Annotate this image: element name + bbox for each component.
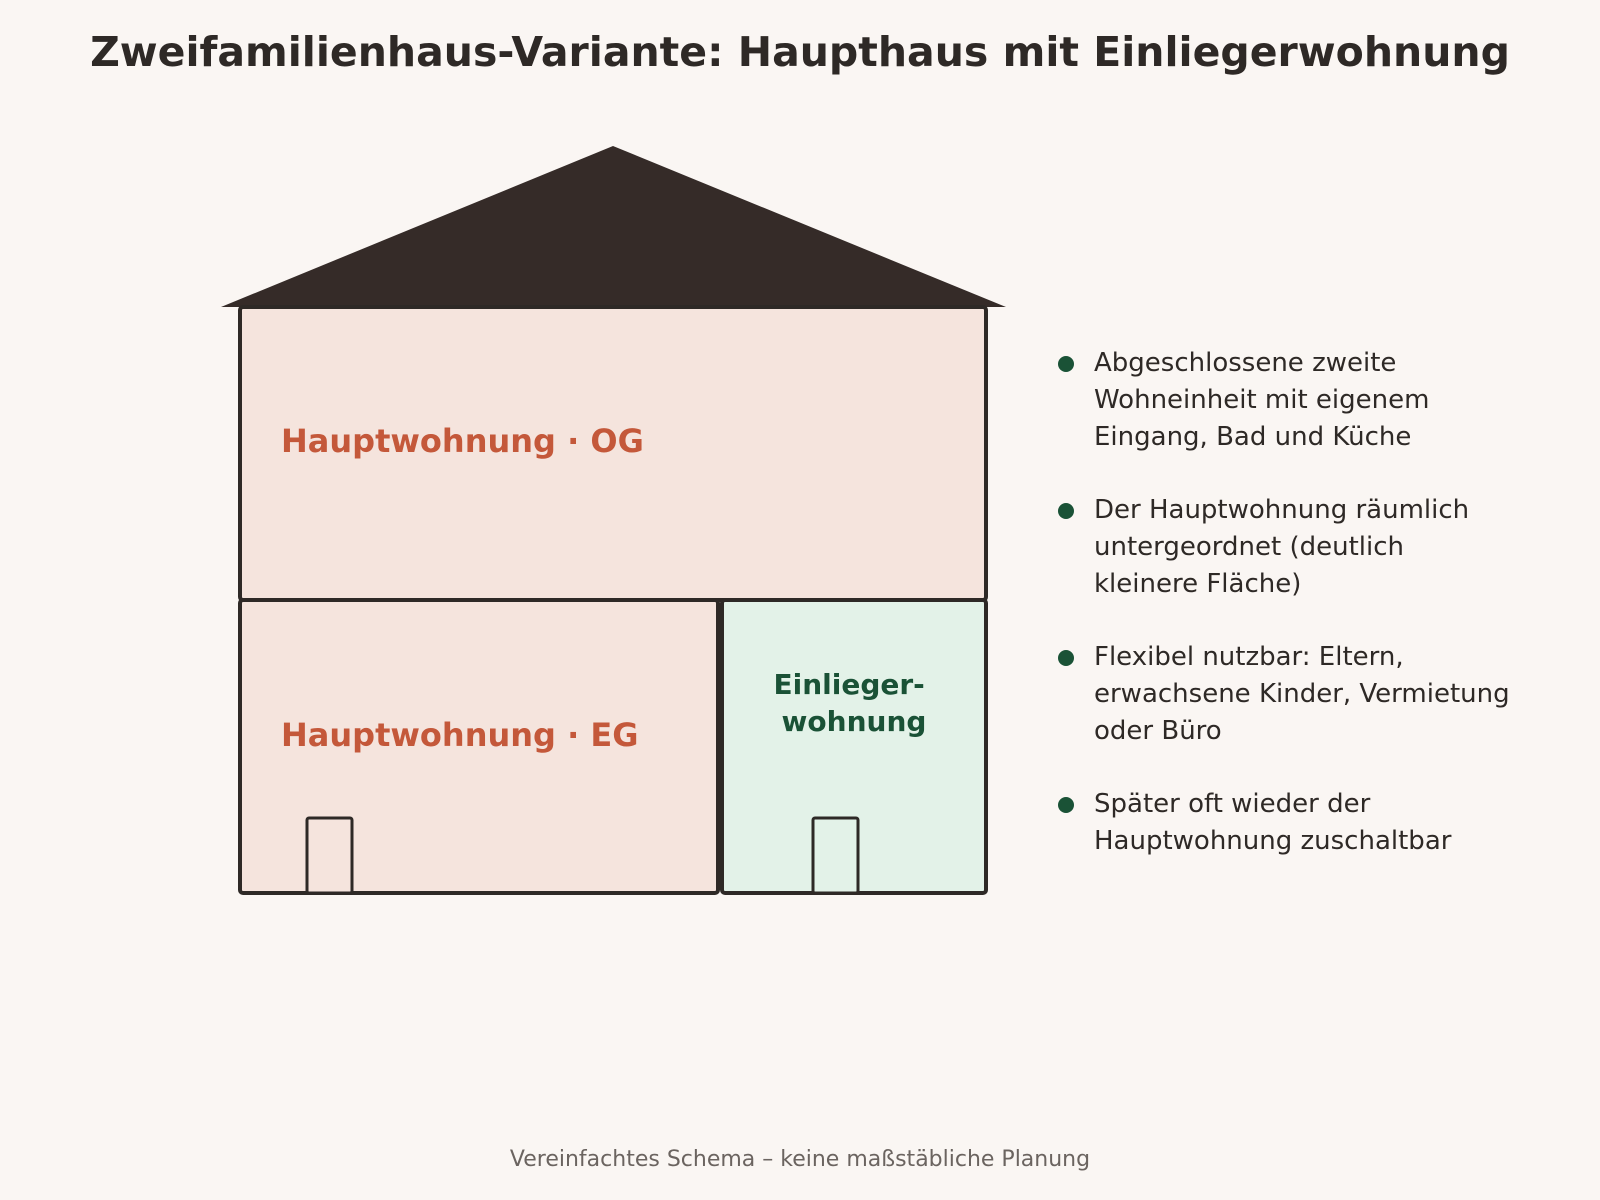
main-entrance-door — [305, 816, 354, 895]
bullet-dot-icon — [1058, 650, 1074, 666]
feature-item-line: Wohneinheit mit eigenem — [1094, 385, 1430, 415]
feature-item-line: erwachsene Kinder, Vermietung — [1094, 679, 1510, 709]
house-roof — [221, 146, 1006, 307]
unit-annex-label: Einlieger- wohnung — [773, 668, 934, 738]
annex-entrance-door — [811, 816, 860, 895]
diagram-title: Zweifamilienhaus-Variante: Haupthaus mit… — [90, 28, 1510, 76]
unit-annex-label-line2: wohnung — [782, 705, 927, 738]
feature-item-line: Flexibel nutzbar: Eltern, — [1094, 642, 1404, 672]
feature-item-line: oder Büro — [1094, 716, 1222, 746]
feature-item-line: Später oft wieder der — [1094, 789, 1371, 819]
feature-item-line: kleinere Fläche) — [1094, 569, 1302, 599]
feature-item: Flexibel nutzbar: Eltern, erwachsene Kind… — [1058, 639, 1558, 750]
unit-ground-floor — [238, 598, 720, 895]
feature-item-line: Abgeschlossene zweite — [1094, 348, 1397, 378]
feature-item-line: Eingang, Bad und Küche — [1094, 422, 1412, 452]
feature-item-line: untergeordnet (deutlich — [1094, 532, 1404, 562]
unit-annex-label-line1: Einlieger- — [773, 668, 924, 701]
bullet-dot-icon — [1058, 503, 1074, 519]
diagram-footnote: Vereinfachtes Schema – keine maßstäblich… — [509, 1147, 1091, 1172]
feature-item-line: Der Hauptwohnung räumlich — [1094, 495, 1470, 525]
unit-upper-label: Hauptwohnung · OG — [281, 422, 644, 460]
feature-item-line: Hauptwohnung zuschaltbar — [1094, 826, 1452, 856]
feature-item: Der Hauptwohnung räumlich untergeordnet (… — [1058, 492, 1558, 603]
unit-ground-label: Hauptwohnung · EG — [281, 716, 639, 754]
bullet-dot-icon — [1058, 356, 1074, 372]
bullet-dot-icon — [1058, 797, 1074, 813]
